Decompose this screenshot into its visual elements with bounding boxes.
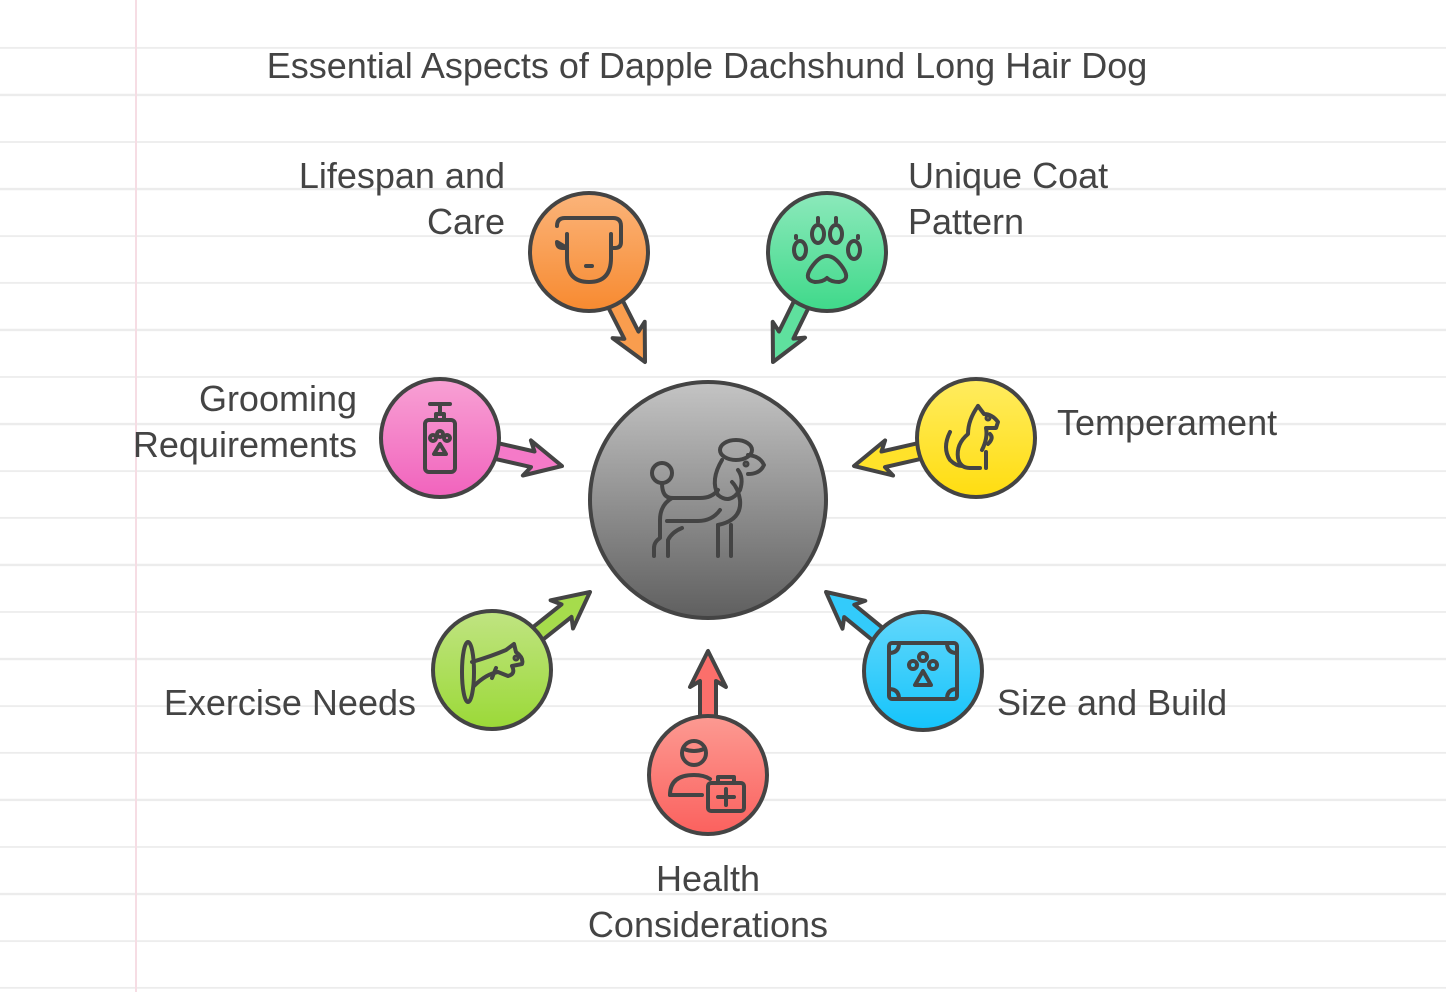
grooming-label: Grooming	[199, 378, 357, 419]
dog-face-icon	[555, 216, 623, 284]
jumping-dog-icon	[460, 640, 525, 704]
diagram-title: Essential Aspects of Dapple Dachshund Lo…	[267, 45, 1148, 86]
poodle-icon	[650, 438, 766, 558]
coat-label: Pattern	[908, 201, 1024, 242]
health-circle	[647, 714, 769, 836]
coat-circle	[766, 191, 888, 313]
grooming-label: Requirements	[133, 424, 357, 465]
shampoo-bottle-icon	[423, 402, 457, 474]
health-label: Considerations	[588, 904, 828, 945]
exercise-label: Exercise Needs	[164, 682, 416, 723]
health-label: Health	[656, 858, 760, 899]
lifespan-label: Lifespan and	[299, 155, 505, 196]
temperament-circle	[915, 377, 1037, 499]
lifespan-label: Care	[427, 201, 505, 242]
coat-label: Unique Coat	[908, 155, 1108, 196]
temperament-label: Temperament	[1057, 402, 1277, 443]
paw-print-icon	[792, 216, 862, 284]
vet-kit-icon	[668, 739, 746, 813]
lifespan-circle	[528, 191, 650, 313]
size-label: Size and Build	[997, 682, 1227, 723]
margin-line	[135, 0, 137, 992]
node-temperament: Temperament	[915, 377, 1277, 499]
node-size: Size and Build	[862, 610, 1227, 732]
sitting-dog-icon	[944, 404, 1000, 470]
paw-frame-icon	[887, 641, 959, 701]
node-exercise: Exercise Needs	[164, 609, 553, 731]
exercise-circle	[431, 609, 553, 731]
center-node	[588, 380, 828, 620]
